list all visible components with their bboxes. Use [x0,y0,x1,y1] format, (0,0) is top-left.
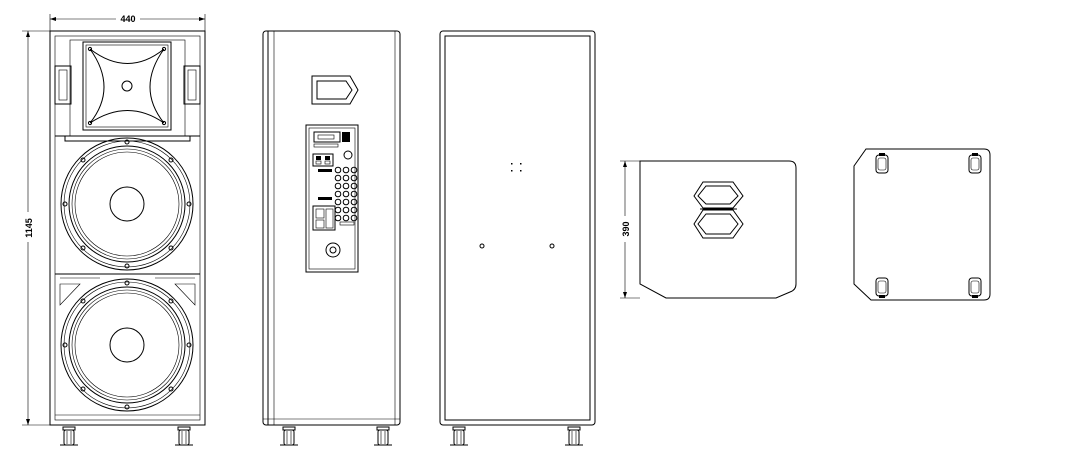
height-dimension-label: 1145 [24,218,34,238]
mounting-point-marks [511,163,522,172]
side-view [262,30,401,446]
bottom-view [853,148,991,301]
rear-view [439,30,596,446]
front-view: 440 1145 [22,13,206,446]
top-view: 390 [619,160,797,299]
depth-dimension-label: 390 [621,221,631,236]
width-dimension-label: 440 [120,14,135,24]
